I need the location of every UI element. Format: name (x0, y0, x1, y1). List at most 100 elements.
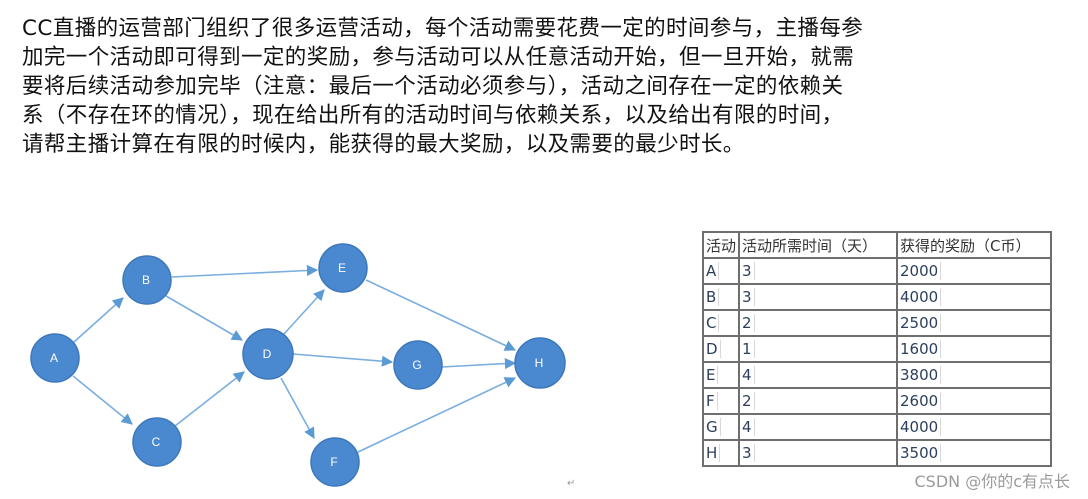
node-b (122, 255, 172, 305)
cell-text: A (706, 262, 720, 280)
cell-duration: 3 (738, 439, 898, 467)
graph-node-labels: A B C D E F G H (50, 261, 543, 469)
cell-activity: H (702, 439, 740, 467)
paragraph-return-icon: ↵ (567, 478, 576, 489)
cell-text: E (706, 366, 719, 384)
edge-a-b (73, 297, 124, 343)
cell-text: 1600 (900, 340, 942, 358)
cell-reward: 1600 (896, 335, 1052, 363)
node-label-a: A (50, 351, 58, 365)
cell-reward: 4000 (896, 413, 1052, 441)
cell-text: D (706, 340, 721, 358)
edge-d-f (280, 377, 315, 439)
table-row: H 3 3500 (702, 439, 1052, 467)
cell-activity: B (702, 283, 740, 311)
cell-text: 4000 (900, 288, 942, 306)
table-header-row: 活动 活动所需时间（天） 获得的奖励（C币） (702, 231, 1052, 259)
edge-d-g (292, 353, 394, 367)
cell-reward: 4000 (896, 283, 1052, 311)
cell-text: 2500 (900, 314, 942, 332)
edge-d-e (283, 289, 325, 335)
cell-duration: 3 (738, 257, 898, 285)
edge-e-h (365, 279, 517, 351)
cell-reward: 3500 (896, 439, 1052, 467)
edge-f-h (357, 377, 517, 453)
node-a (30, 333, 80, 383)
cell-activity: C (702, 309, 740, 337)
table-row: D 1 1600 (702, 335, 1052, 363)
cell-text: C (706, 314, 720, 332)
table-row: F 2 2600 (702, 387, 1052, 415)
node-e (318, 243, 368, 293)
node-f (310, 437, 360, 487)
node-label-h: H (535, 356, 544, 370)
cell-duration: 4 (738, 361, 898, 389)
activity-table: 活动 活动所需时间（天） 获得的奖励（C币） A 3 2000 B 3 4000… (702, 231, 1052, 467)
table-row: E 4 3800 (702, 361, 1052, 389)
cell-text: G (706, 418, 721, 436)
node-h (514, 337, 566, 389)
node-d (242, 328, 294, 380)
cell-reward: 2500 (896, 309, 1052, 337)
node-label-c: C (152, 435, 161, 449)
node-c (132, 417, 182, 467)
cell-duration: 4 (738, 413, 898, 441)
cell-text: H (706, 444, 721, 462)
node-label-d: D (263, 347, 272, 361)
problem-line: 要将后续活动参加完毕（注意：最后一个活动必须参与），活动之间存在一定的依赖关 (22, 74, 844, 99)
cell-activity: G (702, 413, 740, 441)
cell-reward: 2600 (896, 387, 1052, 415)
problem-statement: CC直播的运营部门组织了很多运营活动，每个活动需要花费一定的时间参与，主播每参 … (22, 14, 1072, 159)
cell-activity: D (702, 335, 740, 363)
cell-text: F (706, 392, 718, 410)
cell-activity: E (702, 361, 740, 389)
node-g (393, 340, 443, 390)
node-label-g: G (412, 358, 421, 372)
problem-line: 加完一个活动即可得到一定的奖励，参与活动可以从任意活动开始，但一旦开始，就需 (22, 45, 855, 70)
cell-text: 4 (742, 418, 755, 436)
header-reward: 获得的奖励（C币） (896, 231, 1052, 259)
cell-text: 3800 (900, 366, 942, 384)
edge-c-d (174, 371, 245, 427)
cell-reward: 3800 (896, 361, 1052, 389)
cell-text: 2 (742, 314, 755, 332)
edge-a-c (72, 375, 133, 425)
edge-g-h (441, 357, 517, 370)
cell-text: 4 (742, 366, 755, 384)
cell-text: 3500 (900, 444, 942, 462)
cell-text: 2600 (900, 392, 942, 410)
node-label-f: F (330, 455, 337, 469)
table-row: C 2 2500 (702, 309, 1052, 337)
graph-nodes (30, 243, 566, 487)
cell-duration: 2 (738, 309, 898, 337)
cell-activity: A (702, 257, 740, 285)
problem-line: 请帮主播计算在有限的时候内，能获得的最大奖励，以及需要的最少时长。 (22, 132, 745, 157)
cell-text: 4000 (900, 418, 942, 436)
cell-activity: F (702, 387, 740, 415)
problem-line: 系（不存在环的情况），现在给出所有的活动时间与依赖关系，以及给出有限的时间， (22, 103, 844, 128)
cell-duration: 2 (738, 387, 898, 415)
node-label-b: B (142, 273, 150, 287)
node-label-e: E (338, 261, 346, 275)
dependency-graph: A B C D E F G H (30, 243, 566, 487)
graph-edges (72, 264, 517, 453)
problem-line: CC直播的运营部门组织了很多运营活动，每个活动需要花费一定的时间参与，主播每参 (22, 16, 864, 41)
cell-text: 3 (742, 288, 755, 306)
cell-text: B (706, 288, 720, 306)
table-row: G 4 4000 (702, 413, 1052, 441)
table-row: A 3 2000 (702, 257, 1052, 285)
cell-text: 1 (742, 340, 755, 358)
header-duration: 活动所需时间（天） (738, 231, 898, 259)
cell-duration: 3 (738, 283, 898, 311)
header-activity: 活动 (702, 231, 740, 259)
cell-text: 2000 (900, 262, 942, 280)
table-row: B 3 4000 (702, 283, 1052, 311)
cell-text: 2 (742, 392, 755, 410)
edge-b-e (171, 264, 319, 278)
cell-duration: 1 (738, 335, 898, 363)
cell-text: 3 (742, 262, 755, 280)
csdn-watermark: CSDN @你的c有点长 (914, 472, 1070, 491)
activity-table-container: 活动 活动所需时间（天） 获得的奖励（C币） A 3 2000 B 3 4000… (702, 231, 1052, 467)
cell-text: 3 (742, 444, 755, 462)
edge-b-d (165, 295, 243, 341)
